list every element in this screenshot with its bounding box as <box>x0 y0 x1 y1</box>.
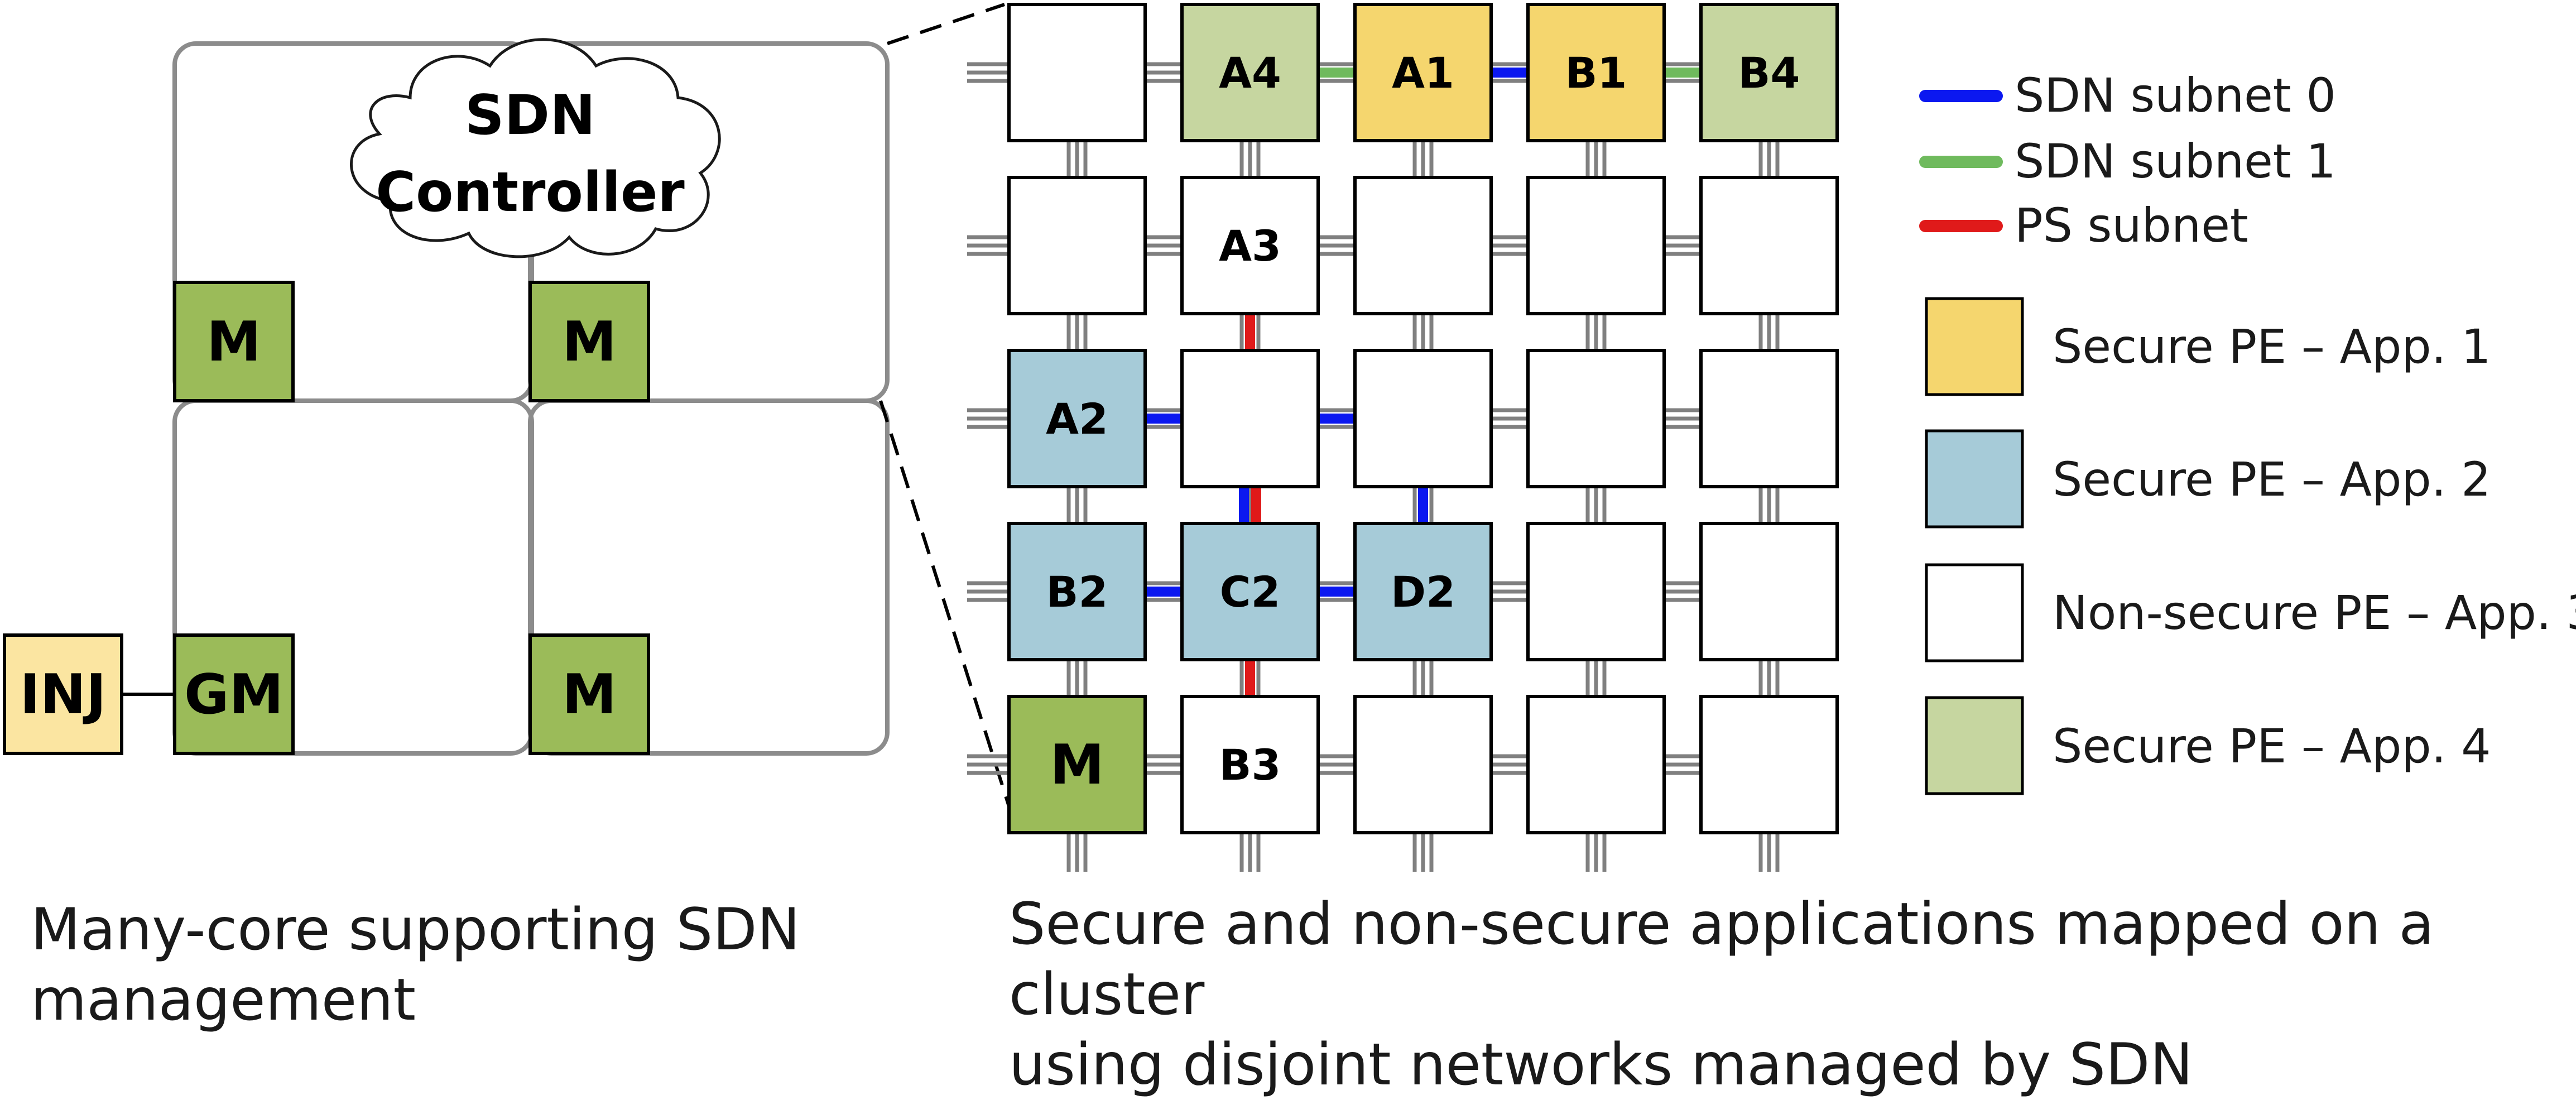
legend-item-secure-app1: Secure PE – App. 1 <box>1925 297 2491 396</box>
svg-text:SDN subnet 1: SDN subnet 1 <box>2015 134 2336 189</box>
legend-item-secure-app4: Secure PE – App. 4 <box>1925 696 2491 795</box>
svg-text:M: M <box>562 663 617 727</box>
left-caption-line1: Many-core supporting SDN <box>31 896 800 963</box>
legend-item-nonsecure-app3: Non-secure PE – App. 3 <box>1925 563 2576 662</box>
svg-text:SDN subnet 0: SDN subnet 0 <box>2015 68 2336 123</box>
cluster-bottom-right <box>528 398 890 756</box>
many-core-overview: SDN Controller M M GM M INJ <box>3 3 1011 807</box>
svg-text:Secure PE – App. 4: Secure PE – App. 4 <box>2053 719 2491 774</box>
pe-tile <box>1007 3 1147 142</box>
pe-tile <box>1526 349 1666 488</box>
pe-tile: A1 <box>1353 3 1493 142</box>
legend-item-ps-subnet: PS subnet <box>1919 198 2248 253</box>
pe-label: C2 <box>1220 567 1281 617</box>
svg-text:GM: GM <box>184 663 283 727</box>
right-caption: Secure and non-secure applications mappe… <box>1009 889 2566 1100</box>
pe-tile <box>1526 695 1666 834</box>
pe-tile: B2 <box>1007 522 1147 661</box>
pe-label: A3 <box>1219 221 1281 271</box>
pe-tile: A4 <box>1180 3 1320 142</box>
sdn-controller-label-line1: SDN <box>465 84 595 147</box>
pe-tile <box>1526 176 1666 315</box>
pe-tile <box>1007 176 1147 315</box>
sdn-controller-label-line2: Controller <box>376 161 685 224</box>
svg-text:Secure PE – App. 2: Secure PE – App. 2 <box>2053 452 2491 507</box>
injector-node: INJ <box>3 633 123 755</box>
pe-tile: A3 <box>1180 176 1320 315</box>
sdn-controller-cloud: SDN Controller <box>350 38 721 258</box>
pe-label: B1 <box>1565 48 1627 98</box>
pe-label: A4 <box>1219 48 1281 98</box>
pe-tile <box>1699 349 1839 488</box>
global-manager-node: GM <box>173 633 295 755</box>
pe-tile <box>1526 522 1666 661</box>
pe-tile: D2 <box>1353 522 1493 661</box>
pe-tile: B3 <box>1180 695 1320 834</box>
legend: SDN subnet 0 SDN subnet 1 PS subnet Secu… <box>1919 68 2576 795</box>
pe-tile <box>1699 522 1839 661</box>
pe-label: A2 <box>1046 394 1108 444</box>
manager-node: M <box>528 281 650 402</box>
pe-tile <box>1353 176 1493 315</box>
pe-tile <box>1353 349 1493 488</box>
manager-node: M <box>528 633 650 755</box>
pe-tile: M <box>1007 695 1147 834</box>
legend-item-sdn-subnet-0: SDN subnet 0 <box>1919 68 2336 123</box>
zoom-line-bottom <box>879 400 1011 807</box>
right-caption-line1: Secure and non-secure applications mappe… <box>1009 891 2434 1028</box>
pe-tile <box>1353 695 1493 834</box>
svg-text:M: M <box>562 310 617 374</box>
pe-label: M <box>1050 733 1104 797</box>
svg-text:INJ: INJ <box>20 663 107 727</box>
pe-label: A1 <box>1392 48 1454 98</box>
pe-tile <box>1699 176 1839 315</box>
manager-node: M <box>173 281 295 402</box>
svg-text:Secure PE – App. 1: Secure PE – App. 1 <box>2053 319 2491 374</box>
pe-tile <box>1699 695 1839 834</box>
pe-label: B3 <box>1219 740 1281 790</box>
pe-tile: A2 <box>1007 349 1147 488</box>
pe-tile: B1 <box>1526 3 1666 142</box>
pe-tile <box>1180 349 1320 488</box>
pe-label: B4 <box>1738 48 1800 98</box>
left-caption: Many-core supporting SDN management <box>31 895 868 1035</box>
svg-text:M: M <box>206 310 261 374</box>
right-caption-line2: using disjoint networks managed by SDN <box>1009 1031 2193 1098</box>
pe-tile: C2 <box>1180 522 1320 661</box>
pe-label: D2 <box>1391 567 1455 617</box>
svg-text:PS subnet: PS subnet <box>2015 198 2248 253</box>
sdn-diagram: SDN Controller M M GM M INJ <box>3 3 2576 872</box>
pe-tile: B4 <box>1699 3 1839 142</box>
zoom-line-top <box>887 3 1005 45</box>
legend-item-sdn-subnet-1: SDN subnet 1 <box>1919 134 2336 189</box>
legend-item-secure-app2: Secure PE – App. 2 <box>1925 429 2491 529</box>
svg-text:Non-secure PE – App. 3: Non-secure PE – App. 3 <box>2053 585 2576 640</box>
pe-label: B2 <box>1046 567 1108 617</box>
left-caption-line2: management <box>31 967 416 1034</box>
